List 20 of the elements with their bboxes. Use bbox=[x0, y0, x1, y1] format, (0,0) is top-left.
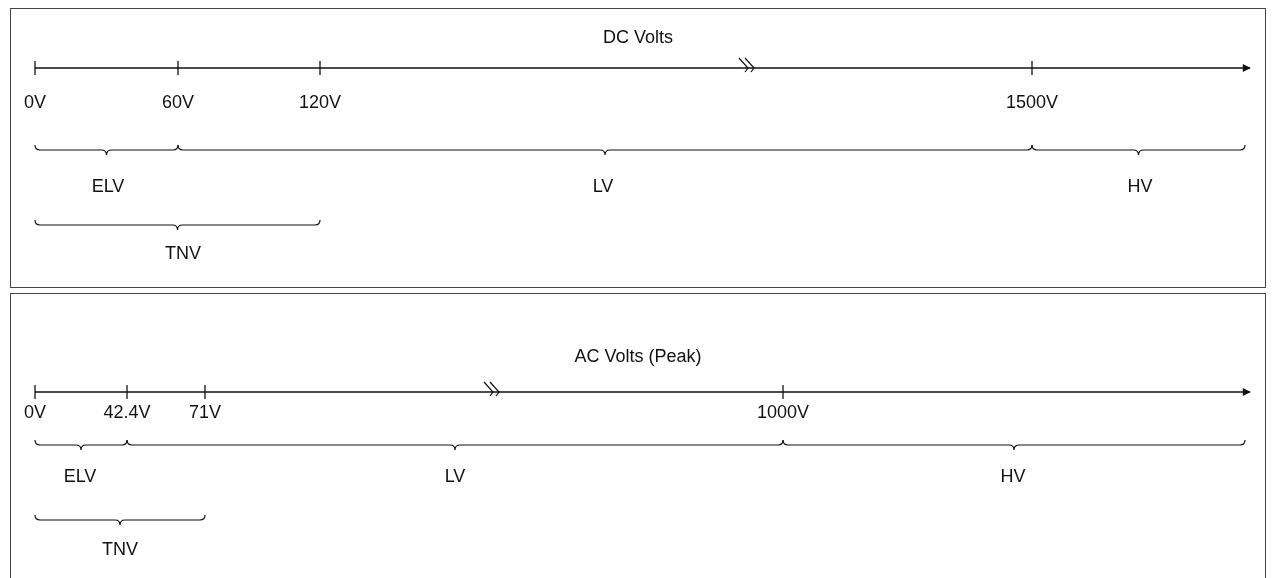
range-label: LV bbox=[592, 176, 614, 197]
range-label: HV bbox=[1000, 466, 1026, 487]
tick-label: 71V bbox=[189, 402, 221, 423]
range-label: TNV bbox=[102, 539, 138, 560]
range-label: HV bbox=[1127, 176, 1153, 197]
scale-title: DC Volts bbox=[603, 27, 673, 48]
tick-label: 1500V bbox=[1005, 92, 1059, 113]
tick-label: 60V bbox=[162, 92, 194, 113]
range-label: ELV bbox=[63, 466, 97, 487]
scale-title: AC Volts (Peak) bbox=[574, 346, 702, 367]
range-label: TNV bbox=[165, 243, 201, 264]
range-label: LV bbox=[444, 466, 466, 487]
tick-label: 120V bbox=[299, 92, 341, 113]
panel-frame bbox=[10, 8, 1266, 288]
tick-label: 42.4V bbox=[103, 402, 151, 423]
tick-label: 1000V bbox=[756, 402, 810, 423]
tick-label: 0V bbox=[24, 402, 46, 423]
tick-label: 0V bbox=[24, 92, 46, 113]
panel-frame bbox=[10, 293, 1266, 578]
range-label: ELV bbox=[91, 176, 125, 197]
